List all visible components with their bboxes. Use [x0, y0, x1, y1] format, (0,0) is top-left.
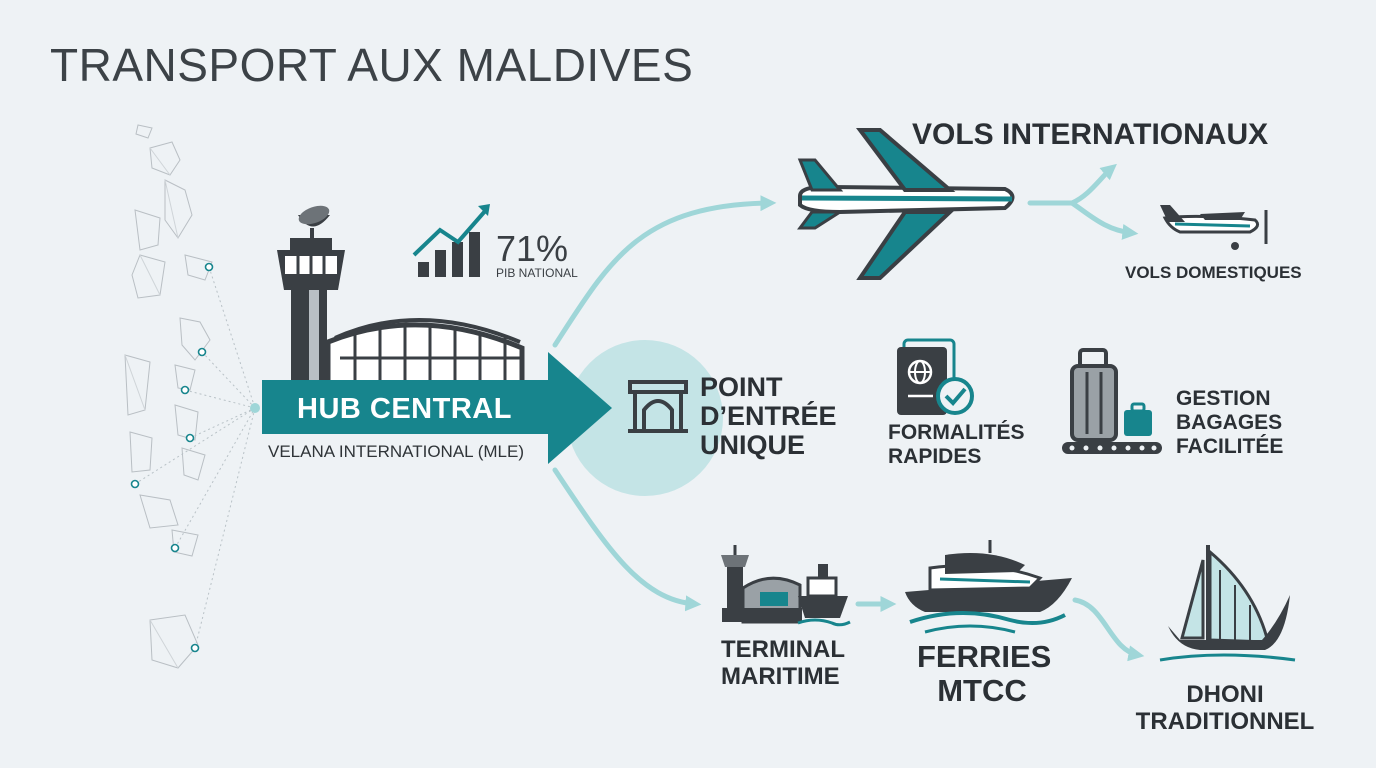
port-terminal-icon	[721, 545, 802, 624]
hub-subtitle: VELANA INTERNATIONAL (MLE)	[268, 442, 524, 461]
hub-label: HUB CENTRAL	[297, 393, 512, 425]
ferries-line: MTCC	[937, 673, 1027, 708]
entry-point-line: D’ENTRÉE	[700, 401, 837, 431]
flow-arrows	[552, 163, 1145, 662]
control-tower-icon	[277, 238, 345, 385]
formalities-line: RAPIDES	[888, 445, 982, 468]
page-title: TRANSPORT AUX MALDIVES	[50, 39, 694, 91]
international-flights-label: VOLS INTERNATIONAUX	[912, 118, 1269, 151]
domestic-flights-label: VOLS DOMESTIQUES	[1125, 263, 1302, 282]
cargo-ship-icon	[797, 564, 851, 627]
maldives-map-icon	[124, 124, 213, 669]
passport-icon	[897, 338, 956, 415]
maritime-terminal-line: MARITIME	[721, 663, 840, 690]
baggage-line: GESTION	[1176, 387, 1271, 410]
terminal-building-icon	[325, 317, 525, 388]
ferry-icon	[905, 540, 1072, 634]
baggage-line: FACILITÉE	[1176, 435, 1284, 458]
small-plane-icon	[1160, 205, 1268, 250]
maritime-terminal-label: TERMINAL MARITIME	[721, 636, 845, 690]
check-badge-icon	[936, 377, 974, 415]
island-nodes	[130, 262, 214, 653]
luggage-icon	[1062, 348, 1162, 454]
dhoni-line: TRADITIONNEL	[1135, 708, 1315, 735]
formalities-line: FORMALITÉS	[888, 421, 1025, 444]
airliner-icon	[797, 128, 1015, 280]
maritime-terminal-line: TERMINAL	[721, 636, 845, 663]
baggage-label: GESTION BAGAGES FACILITÉE	[1176, 387, 1283, 459]
formalities-label: FORMALITÉS RAPIDES	[888, 421, 1025, 469]
entry-point-label: POINT D’ENTRÉE UNIQUE	[700, 373, 837, 460]
baggage-line: BAGAGES	[1176, 411, 1283, 434]
satellite-dish-icon	[298, 205, 330, 238]
hub-arrow-band	[262, 352, 612, 464]
dhoni-label: DHONI TRADITIONNEL	[1130, 681, 1320, 735]
arch-icon	[628, 380, 688, 433]
hub-connection-lines	[134, 266, 256, 649]
entry-point-line: POINT	[700, 372, 783, 402]
ferries-line: FERRIES	[917, 639, 1052, 674]
dhoni-line: DHONI	[1186, 681, 1264, 708]
growth-chart-icon	[412, 204, 490, 277]
gdp-stat-caption: PIB NATIONAL	[496, 266, 578, 280]
dhoni-boat-icon	[1159, 545, 1296, 662]
hub-node	[250, 403, 260, 413]
ferries-label: FERRIES MTCC	[917, 639, 1052, 708]
gdp-stat-value: 71%	[496, 228, 569, 269]
entry-point-line: UNIQUE	[700, 430, 806, 460]
